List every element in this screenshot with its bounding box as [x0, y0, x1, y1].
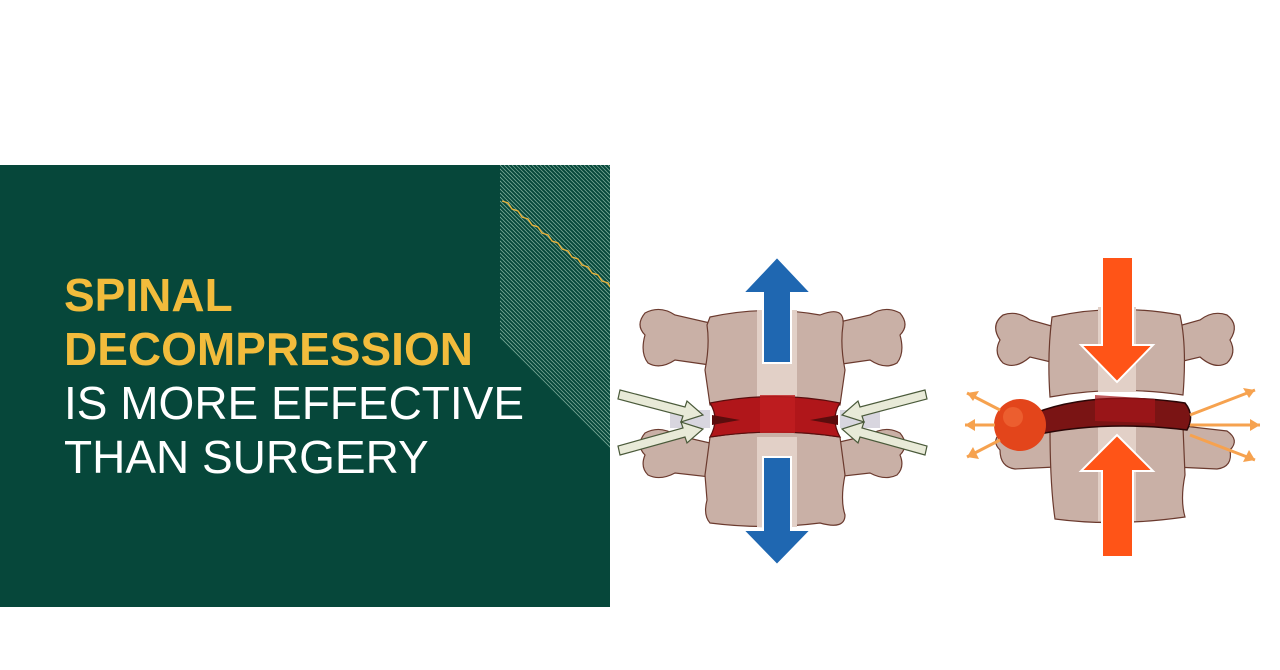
zigzag-line-decoration: [501, 200, 610, 288]
spinal-compression-diagram: [965, 256, 1260, 558]
headline-panel: [0, 165, 610, 607]
headline-line-3: IS MORE EFFECTIVE: [64, 377, 525, 429]
spinal-decompression-diagram: [617, 255, 928, 567]
diagonal-hatch-decoration: [500, 165, 610, 450]
headline-line-4: THAN SURGERY: [64, 431, 429, 483]
headline-line-2: DECOMPRESSION: [64, 323, 473, 375]
headline-line-1: SPINAL: [64, 269, 233, 321]
headline: SPINAL DECOMPRESSION IS MORE EFFECTIVE T…: [64, 268, 524, 484]
